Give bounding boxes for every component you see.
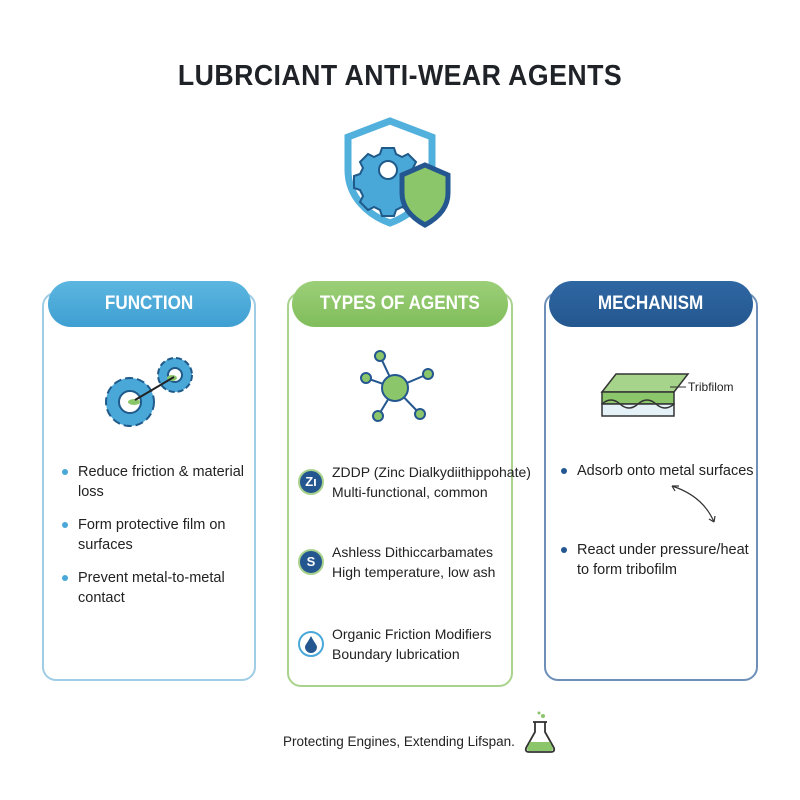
mechanism-header: MECHANISM — [549, 281, 753, 327]
agent-desc: Boundary lubrication — [332, 646, 460, 662]
function-bullet: Form protective film on surfaces — [62, 515, 258, 555]
agent-name: ZDDP (Zinc Dialkydiithippohate) — [332, 464, 531, 480]
zinc-badge: Zı — [298, 469, 324, 495]
page-title: LUBRCIANT ANTI-WEAR AGENTS — [177, 60, 623, 92]
sulfur-badge: S — [298, 549, 324, 575]
agent-desc: High temperature, low ash — [332, 564, 496, 580]
mechanism-bullet: Adsorb onto metal surfaces — [561, 461, 757, 481]
agent-name: Organic Friction Modifiers — [332, 626, 492, 642]
function-header: FUNCTION — [48, 281, 251, 327]
mechanism-card — [544, 292, 758, 681]
tribofilm-label: Tribfilom — [688, 380, 734, 394]
function-bullet: Prevent metal-to-metal contact — [62, 568, 258, 608]
flask-icon — [524, 711, 556, 753]
gears-icon — [105, 357, 193, 427]
molecule-icon — [360, 350, 434, 422]
mechanism-bullet: React under pressure/heat to form tribof… — [561, 540, 762, 580]
agent-desc: Multi-functional, common — [332, 484, 488, 500]
shield-gear-icon — [344, 117, 451, 228]
curved-arrow-icon — [671, 485, 716, 523]
tribofilm-diagram-icon — [600, 373, 690, 417]
function-bullet: Reduce friction & material loss — [62, 462, 258, 502]
agent-name: Ashless Dithiccarbamates — [332, 544, 494, 560]
types-header: TYPES OF AGENTS — [292, 281, 508, 327]
footer-tagline: Protecting Engines, Extending Lifspan. — [283, 734, 515, 749]
agent-item: Zı ZDDP (Zinc Dialkydiithippohate) Multi-f… — [298, 462, 538, 502]
droplet-icon — [298, 631, 324, 657]
function-card — [42, 292, 256, 681]
